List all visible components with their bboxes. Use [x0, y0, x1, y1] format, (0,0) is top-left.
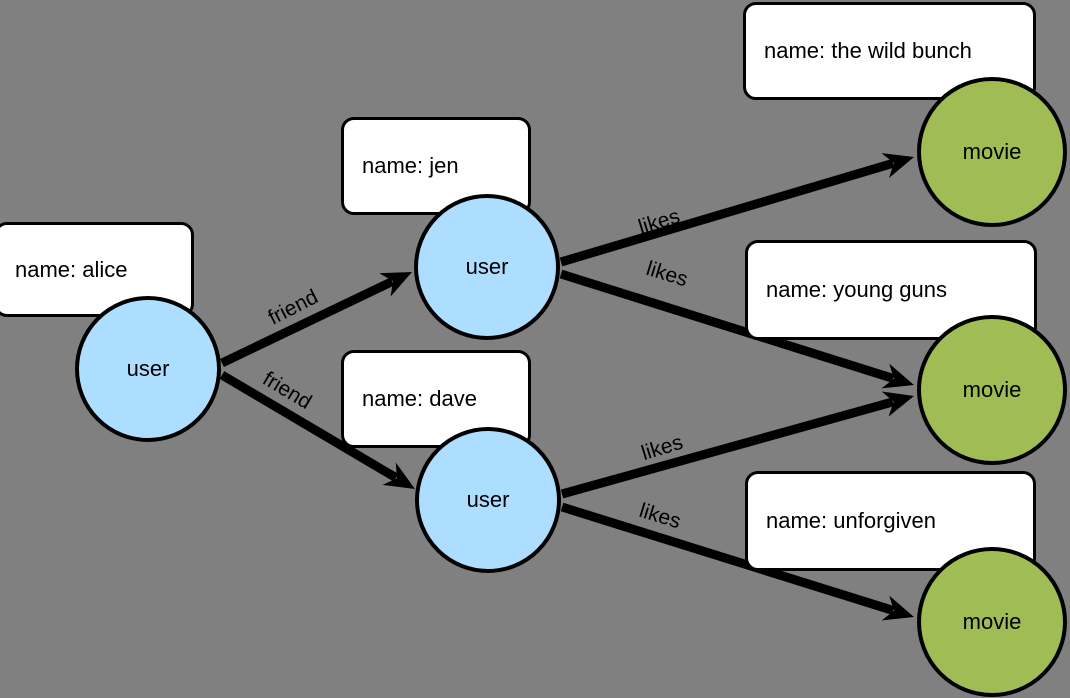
- node-wild[interactable]: movie: [917, 77, 1067, 227]
- edge-arrowhead: [881, 595, 914, 621]
- node-alice[interactable]: user: [75, 296, 221, 442]
- edge-line: [560, 502, 895, 615]
- edge-label-jen-wild: likes: [635, 204, 683, 240]
- edge-line: [219, 371, 399, 482]
- edge-arrowhead: [382, 462, 415, 489]
- property-box-unfor-prop: name: unforgiven: [745, 471, 1036, 571]
- edge-line: [220, 277, 395, 368]
- property-box-label: name: dave: [362, 386, 477, 411]
- node-dave[interactable]: user: [415, 427, 561, 573]
- edge-label-dave-unfor: likes: [636, 499, 684, 534]
- edge-label-dave-young: likes: [638, 430, 686, 466]
- edge-line: [559, 158, 895, 267]
- edge-alice-jen: [220, 272, 412, 368]
- property-box-label: name: jen: [362, 153, 459, 178]
- node-young[interactable]: movie: [917, 315, 1067, 465]
- node-label: user: [466, 487, 510, 512]
- property-box-label: name: young guns: [766, 277, 948, 302]
- edge-dave-unfor: [560, 502, 914, 621]
- node-label: movie: [962, 609, 1022, 634]
- node-label: movie: [962, 377, 1022, 402]
- edge-jen-wild: [559, 153, 914, 267]
- edge-arrowhead: [379, 272, 412, 297]
- edge-jen-young: [559, 269, 914, 389]
- property-box-label: name: the wild bunch: [764, 38, 972, 63]
- property-box-label: name: unforgiven: [766, 508, 936, 533]
- node-label: user: [126, 356, 170, 381]
- edge-label-alice-dave: friend: [258, 367, 316, 414]
- edge-line: [559, 269, 895, 383]
- edge-dave-young: [560, 391, 914, 499]
- property-box-label: name: alice: [15, 256, 128, 282]
- edge-arrowhead: [881, 391, 914, 417]
- edge-label-jen-young: likes: [643, 257, 691, 292]
- node-jen[interactable]: user: [414, 194, 560, 340]
- node-label: user: [465, 254, 509, 279]
- edge-line: [560, 397, 895, 499]
- edge-alice-dave: [219, 371, 415, 489]
- edge-arrowhead: [881, 363, 914, 389]
- edge-arrowhead: [881, 153, 914, 179]
- node-label: movie: [962, 139, 1022, 164]
- edge-label-alice-jen: friend: [264, 285, 322, 330]
- node-unfor[interactable]: movie: [917, 547, 1067, 697]
